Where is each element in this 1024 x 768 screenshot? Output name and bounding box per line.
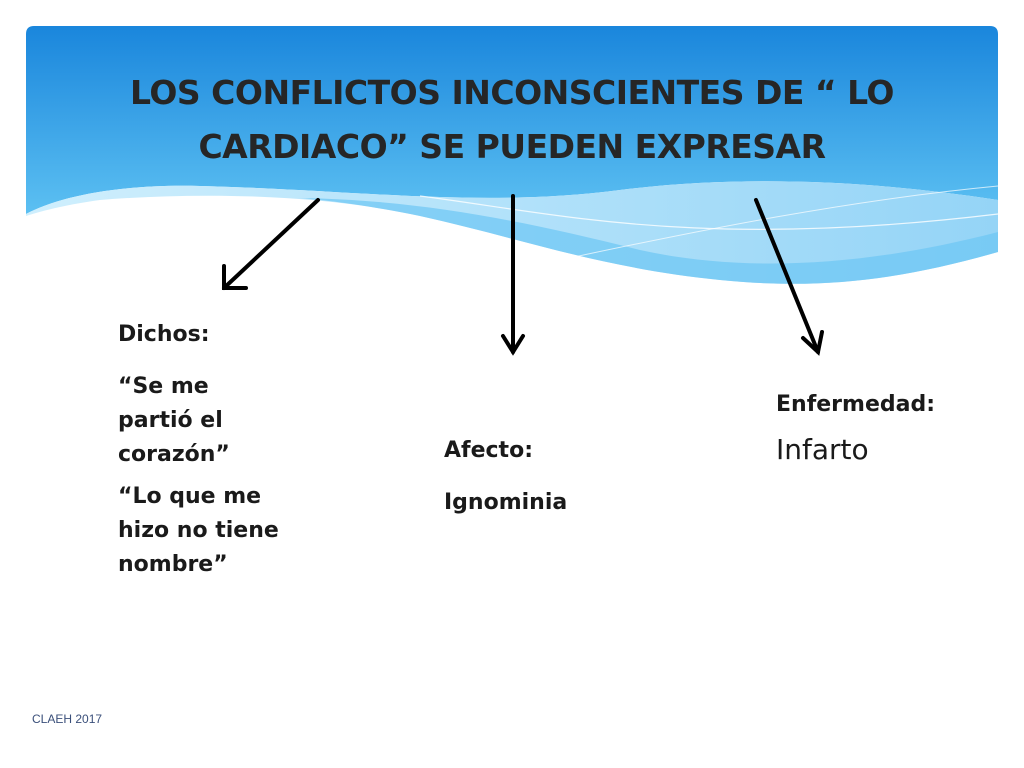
arrow-to-enfermedad: [754, 198, 824, 356]
arrow-to-dichos: [222, 198, 320, 290]
arrow-to-afecto: [501, 194, 525, 356]
enfermedad-label: Enfermedad:: [776, 392, 936, 417]
footer-text: CLAEH 2017: [32, 712, 103, 726]
afecto-value: Ignominia: [444, 490, 568, 515]
banner-wave-line: [419, 195, 999, 230]
banner-wave-line-2: [559, 185, 999, 261]
dichos-item-2: “Lo que me hizo no tiene nombre”: [118, 484, 279, 577]
enfermedad-block: Enfermedad: Infarto: [776, 392, 996, 466]
slide-title: LOS CONFLICTOS INCONSCIENTES DE “ LO CAR…: [130, 73, 894, 166]
dichos-item-1: “Se me partió el corazón”: [118, 374, 230, 467]
afecto-label: Afecto:: [444, 438, 533, 463]
dichos-block: Dichos: “Se me partió el corazón” “Lo qu…: [118, 322, 288, 590]
enfermedad-value: Infarto: [776, 433, 869, 466]
dichos-label: Dichos:: [118, 322, 210, 347]
afecto-block: Afecto: Ignominia: [444, 438, 664, 528]
banner-background: [26, 26, 998, 214]
banner-wave-mid: [300, 198, 998, 284]
